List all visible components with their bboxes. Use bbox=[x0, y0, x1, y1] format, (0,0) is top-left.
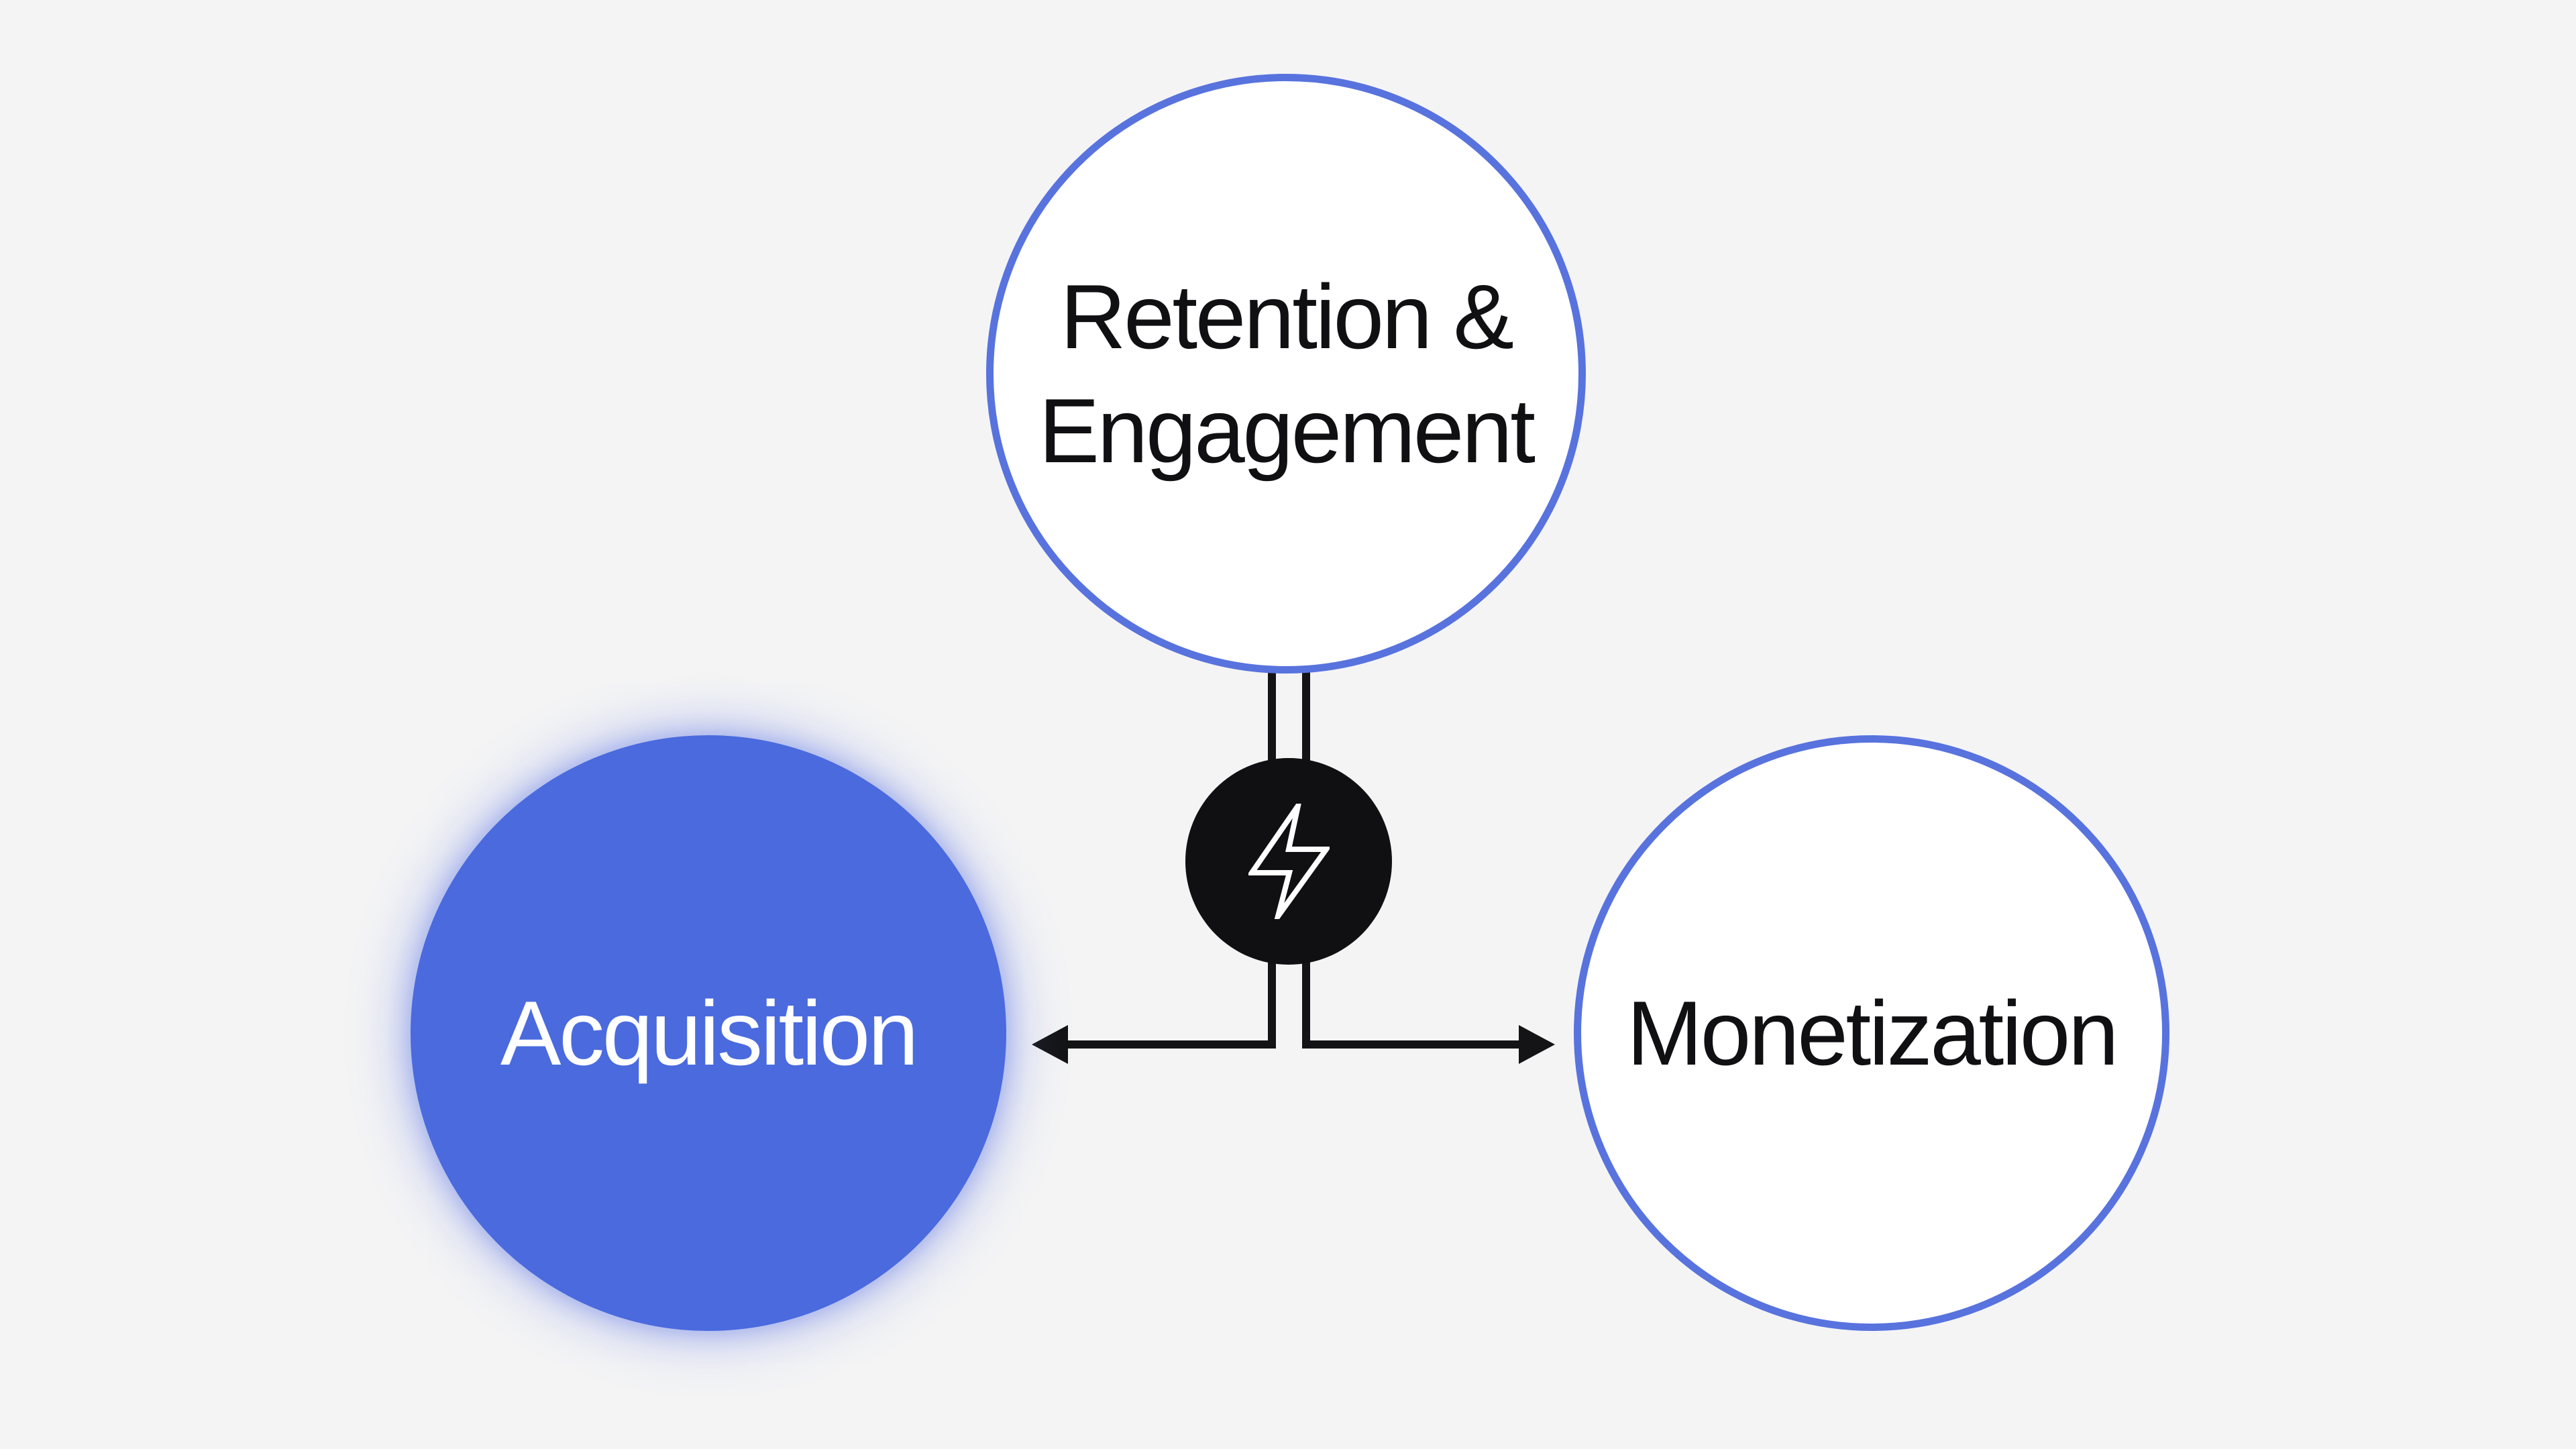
arrowhead-left bbox=[1032, 1025, 1068, 1064]
node-monetization-label: Monetization bbox=[1626, 982, 2119, 1084]
hub-circle bbox=[1185, 758, 1392, 965]
lightning-bolt-icon bbox=[1248, 804, 1330, 919]
node-monetization: Monetization bbox=[1574, 735, 2169, 1331]
arrowhead-right bbox=[1519, 1025, 1555, 1064]
node-retention-label-line1: Retention & bbox=[1060, 266, 1514, 368]
node-acquisition: Acquisition bbox=[411, 735, 1006, 1331]
hub-monetization-connector bbox=[1302, 953, 1527, 1049]
node-retention-engagement: Retention & Engagement bbox=[986, 74, 1586, 674]
node-acquisition-label: Acquisition bbox=[500, 982, 919, 1084]
node-retention-label: Retention & Engagement bbox=[1038, 260, 1536, 488]
node-retention-label-line2: Engagement bbox=[1038, 380, 1536, 482]
hub-acquisition-connector bbox=[1060, 953, 1276, 1049]
